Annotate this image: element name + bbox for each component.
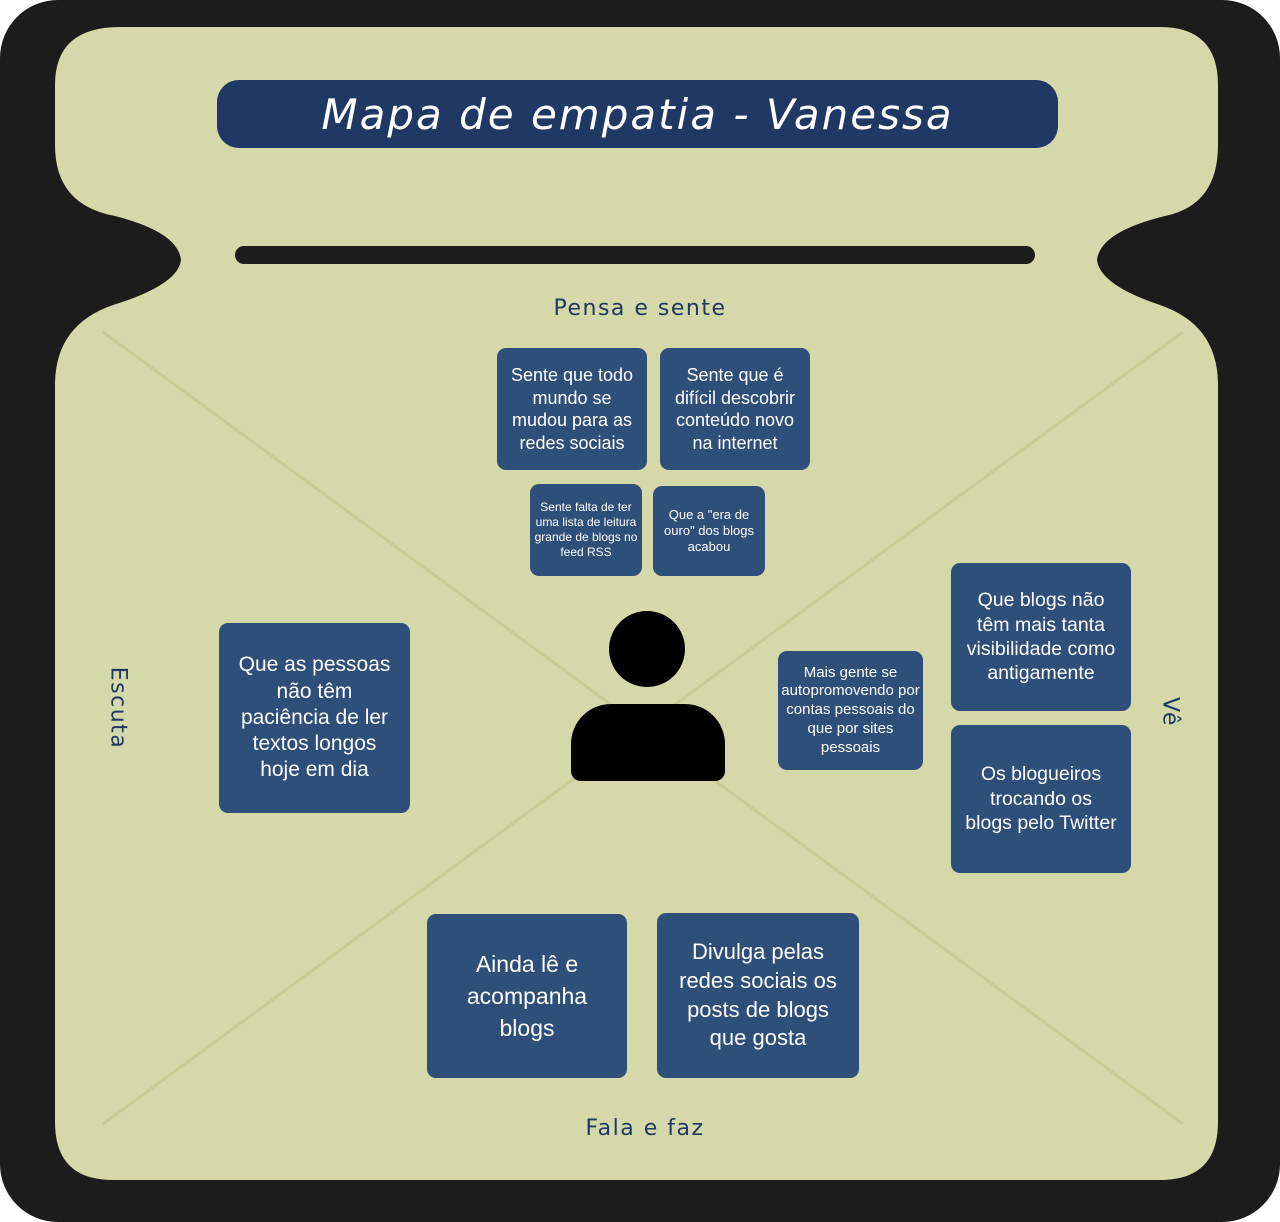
sticky-note: Que blogs não têm mais tanta visibilidad…: [951, 563, 1131, 711]
sticky-note: Que a "era de ouro" dos blogs acabou: [653, 486, 765, 576]
sticky-note: Sente falta de ter uma lista de leitura …: [530, 484, 642, 576]
sticky-note: Sente que todo mundo se mudou para as re…: [497, 348, 647, 470]
sticky-note: Os blogueiros trocando os blogs pelo Twi…: [951, 725, 1131, 873]
label-pensa-e-sente: Pensa e sente: [553, 296, 727, 321]
person-body-shape: [571, 704, 725, 781]
page-title: Mapa de empatia - Vanessa: [217, 80, 1058, 148]
label-ve: Vê: [1157, 697, 1183, 727]
label-fala-e-faz: Fala e faz: [585, 1116, 705, 1141]
divider-bar: [235, 246, 1035, 264]
sticky-note: Mais gente se autopromovendo por contas …: [778, 651, 923, 770]
sticky-note: Ainda lê e acompanha blogs: [427, 914, 627, 1078]
card-shape: [55, 27, 1218, 1180]
sticky-note: Que as pessoas não têm paciência de ler …: [219, 623, 410, 813]
sticky-note: Divulga pelas redes sociais os posts de …: [657, 913, 859, 1078]
sticky-note: Sente que é difícil descobrir conteúdo n…: [660, 348, 810, 470]
label-escuta: Escuta: [105, 666, 131, 750]
person-head-shape: [609, 611, 685, 687]
